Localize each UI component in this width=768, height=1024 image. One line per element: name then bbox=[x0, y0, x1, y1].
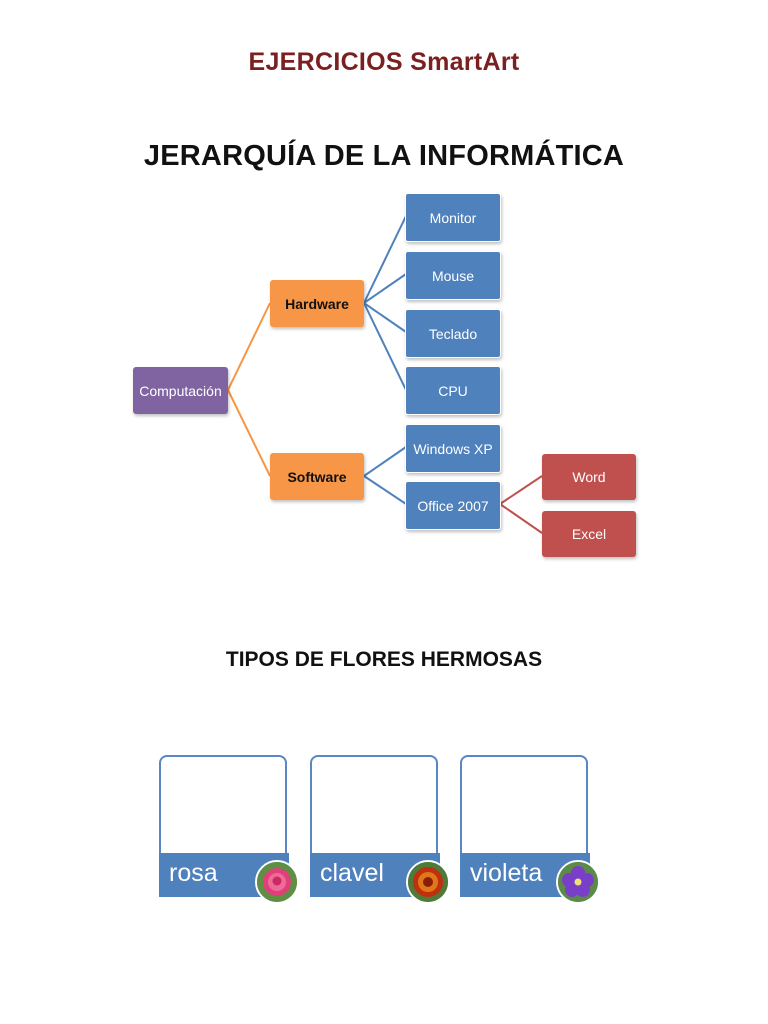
node-excel: Excel bbox=[542, 511, 636, 557]
node-label: Teclado bbox=[428, 325, 478, 342]
node-label: Software bbox=[287, 468, 347, 485]
connector-hardware-monitor bbox=[363, 215, 407, 304]
picture-frame bbox=[159, 755, 287, 855]
node-label: Mouse bbox=[431, 267, 475, 284]
hierarchy-title: JERARQUÍA DE LA INFORMÁTICA bbox=[143, 140, 625, 172]
connector-office-excel bbox=[499, 503, 543, 534]
node-label: CPU bbox=[438, 382, 468, 399]
node-word: Word bbox=[542, 454, 636, 500]
connector-hardware-cpu bbox=[363, 302, 407, 391]
connector-hardware-teclado bbox=[363, 302, 407, 333]
node-label: Monitor bbox=[429, 209, 477, 226]
node-label: Windows XP bbox=[413, 440, 493, 457]
node-label: Hardware bbox=[285, 295, 349, 312]
picture-frame bbox=[460, 755, 588, 855]
document-title: EJERCICIOS SmartArt bbox=[248, 48, 520, 76]
node-label: Computación bbox=[139, 382, 222, 399]
flower-label: clavel bbox=[320, 859, 384, 887]
node-label: Word bbox=[572, 469, 606, 485]
flower-label: violeta bbox=[470, 859, 543, 887]
node-label: Office 2007 bbox=[417, 497, 489, 514]
flowers-title: TIPOS DE FLORES HERMOSAS bbox=[225, 648, 543, 671]
connector-office-word bbox=[499, 475, 543, 505]
flower-card-violeta: violeta bbox=[460, 755, 600, 904]
node-office-2007: Office 2007 bbox=[405, 481, 501, 530]
connector-root-software bbox=[227, 389, 271, 477]
connector-root-hardware bbox=[227, 302, 271, 391]
node-hardware: Hardware bbox=[270, 280, 364, 327]
connector-hardware-mouse bbox=[363, 273, 407, 304]
flower-label: rosa bbox=[169, 859, 218, 887]
node-monitor: Monitor bbox=[405, 193, 501, 242]
violet-icon bbox=[556, 860, 600, 904]
connector-software-office bbox=[363, 475, 407, 505]
node-mouse: Mouse bbox=[405, 251, 501, 300]
flower-card-rosa: rosa bbox=[159, 755, 299, 904]
node-label: Excel bbox=[571, 526, 607, 542]
node-windows-xp: Windows XP bbox=[405, 424, 501, 473]
node-software: Software bbox=[270, 453, 364, 500]
picture-frame bbox=[310, 755, 438, 855]
node-cpu: CPU bbox=[405, 366, 501, 415]
carnation-icon bbox=[406, 860, 450, 904]
node-teclado: Teclado bbox=[405, 309, 501, 358]
rose-icon bbox=[255, 860, 299, 904]
flower-card-clavel: clavel bbox=[310, 755, 450, 904]
connector-software-windows bbox=[363, 446, 407, 477]
node-computacion: Computación bbox=[133, 367, 228, 414]
